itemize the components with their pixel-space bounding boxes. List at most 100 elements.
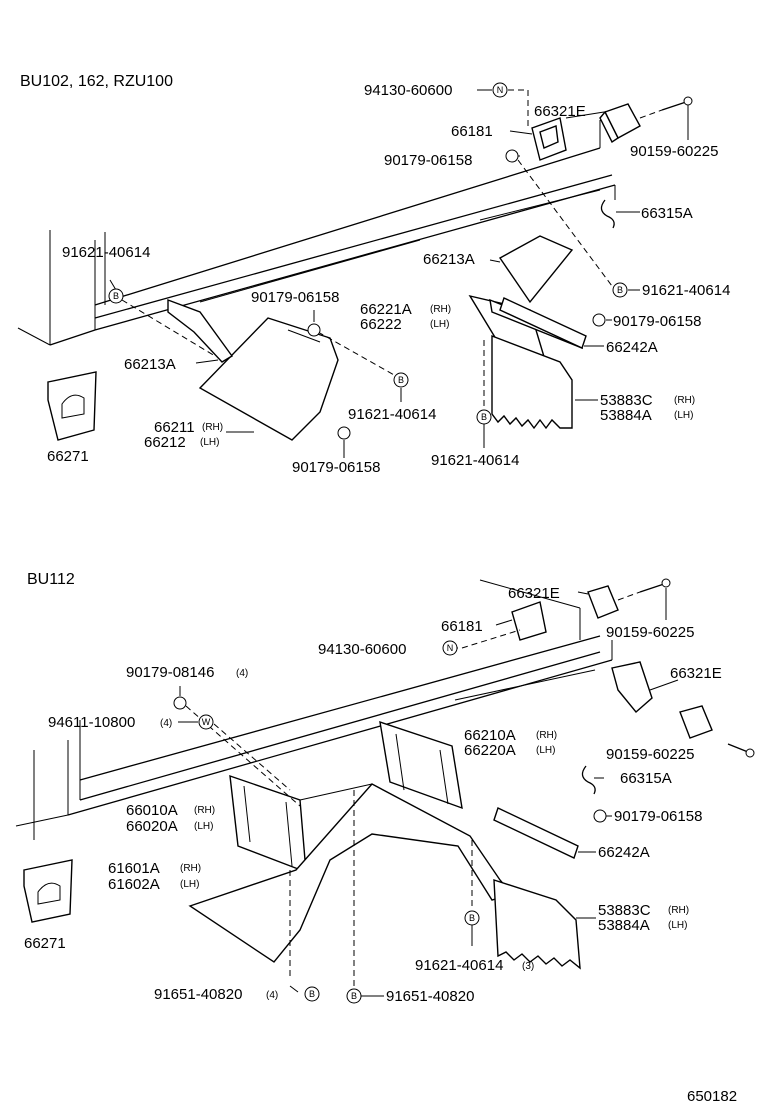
label-90179-06158-d: 90179-06158 [292,459,380,476]
label-66315A: 66315A [641,205,693,222]
flap-53883C-bottom [493,879,581,970]
label-66210A-side: (RH) [536,730,557,741]
label-91621-40614-bottom-qty: (3) [522,961,534,972]
label-91651-40820-a: 91651-40820 [154,986,242,1003]
label-66211: 66211 [154,419,195,436]
rubber-stop-66321E [599,103,641,144]
label-66271-top: 66271 [47,448,89,465]
label-90159-60225: 90159-60225 [630,143,718,160]
label-66221A: 66221A [360,301,412,318]
side-bracket-bottom [611,661,653,714]
stay-66213A-left [167,298,234,363]
step-66271-bottom [23,859,73,923]
label-90179-06158-c: 90179-06158 [613,313,701,330]
label-66321E: 66321E [534,103,586,120]
section-title-bottom: BU112 [27,571,75,588]
label-61602A-side: (LH) [180,879,199,890]
label-90179-06158-b: 90179-06158 [251,289,339,306]
svg-text:N: N [497,85,504,95]
svg-text:B: B [469,913,475,923]
label-66321E-bottom-a: 66321E [508,585,560,602]
label-66221A-side: (RH) [430,304,451,315]
label-66211-side: (RH) [202,422,223,433]
label-66020A: 66020A [126,818,178,835]
figure-number: 650182 [687,1088,737,1105]
flap-53883C [491,334,573,430]
label-66010A-side: (RH) [194,805,215,816]
bottom-labels: 66321E 66181 90159-60225 94130-60600 901… [24,585,722,1005]
stay-66213A-right [498,235,574,304]
stay-66242A-bottom [493,807,579,859]
label-66020A-side: (LH) [194,821,213,832]
bracket-66010A [229,774,307,874]
label-53883C-bottom: 53883C [598,902,651,919]
svg-text:W: W [202,717,211,727]
label-90179-08146: 90179-08146 [126,664,214,681]
label-94611-10800-qty: (4) [160,718,172,729]
mudguard-66211 [198,317,339,441]
label-94130-60600-bottom: 94130-60600 [318,641,406,658]
label-61602A: 61602A [108,876,160,893]
bolt-90159-bottom-a [639,578,671,593]
label-61601A: 61601A [108,860,160,877]
svg-text:B: B [309,989,315,999]
w-marker-bottom: W [198,714,214,730]
top-section: BU102, 162, RZU100 [17,73,730,476]
bracket-66181 [531,117,567,161]
rubber-stop-66321E-bottom-a [587,585,619,619]
label-66181: 66181 [451,123,493,140]
n-marker-bottom: N [442,640,458,656]
label-66220A: 66220A [464,742,516,759]
label-66315A-bottom: 66315A [620,770,672,787]
label-61601A-side: (RH) [180,863,201,874]
b-marker-bottom-2: B [304,986,320,1002]
b-marker-bottom-1: B [464,910,480,926]
label-66212-side: (LH) [200,437,219,448]
step-66271-top [47,371,97,441]
rubber-stop-66321E-bottom-b [679,705,713,739]
label-90179-06158-bottom: 90179-06158 [614,808,702,825]
b-marker-bottom-3: B [346,988,362,1004]
clip-66315A-bottom [581,765,596,795]
label-53884A: 53884A [600,407,652,424]
n-marker-top: N [492,82,508,98]
b-marker-top-3: B [393,372,409,388]
svg-text:B: B [617,285,623,295]
svg-text:N: N [447,643,454,653]
label-53883C-bottom-side: (RH) [668,905,689,916]
label-66220A-side: (LH) [536,745,555,756]
label-90159-60225-bottom-b: 90159-60225 [606,746,694,763]
b-marker-top-1: B [108,288,124,304]
label-53884A-bottom-side: (LH) [668,920,687,931]
label-91621-40614-a: 91621-40614 [62,244,150,261]
b-marker-top-2: B [612,282,628,298]
section-title-top: BU102, 162, RZU100 [20,73,173,90]
label-91621-40614-c: 91621-40614 [348,406,436,423]
label-66242A: 66242A [606,339,658,356]
label-53884A-side: (LH) [674,410,693,421]
label-90179-08146-qty: (4) [236,668,248,679]
top-labels: 94130-60600 66321E 66181 90159-60225 901… [47,82,730,476]
bracket-66210A [379,720,463,810]
label-66321E-bottom-b: 66321E [670,665,722,682]
bottom-section: BU112 [15,571,755,1105]
b-marker-top-4: B [476,409,492,425]
bottom-body-outline [15,579,613,840]
svg-text:B: B [398,375,404,385]
fender-61601A [188,783,514,963]
label-66222-side: (LH) [430,319,449,330]
label-94611-10800: 94611-10800 [48,714,135,731]
nut-marker-top [307,313,606,440]
label-90179-06158-a: 90179-06158 [384,152,472,169]
label-91621-40614-bottom: 91621-40614 [415,957,503,974]
label-91651-40820-a-qty: (4) [266,990,278,1001]
svg-text:B: B [113,291,119,301]
label-66181-bottom: 66181 [441,618,483,635]
label-94130-60600: 94130-60600 [364,82,452,99]
label-66010A: 66010A [126,802,178,819]
label-66242A-bottom: 66242A [598,844,650,861]
bolt-90159 [661,96,693,111]
bolt-90159-bottom-b [727,743,755,758]
nut-markers-bottom [173,696,607,823]
label-66210A: 66210A [464,727,516,744]
